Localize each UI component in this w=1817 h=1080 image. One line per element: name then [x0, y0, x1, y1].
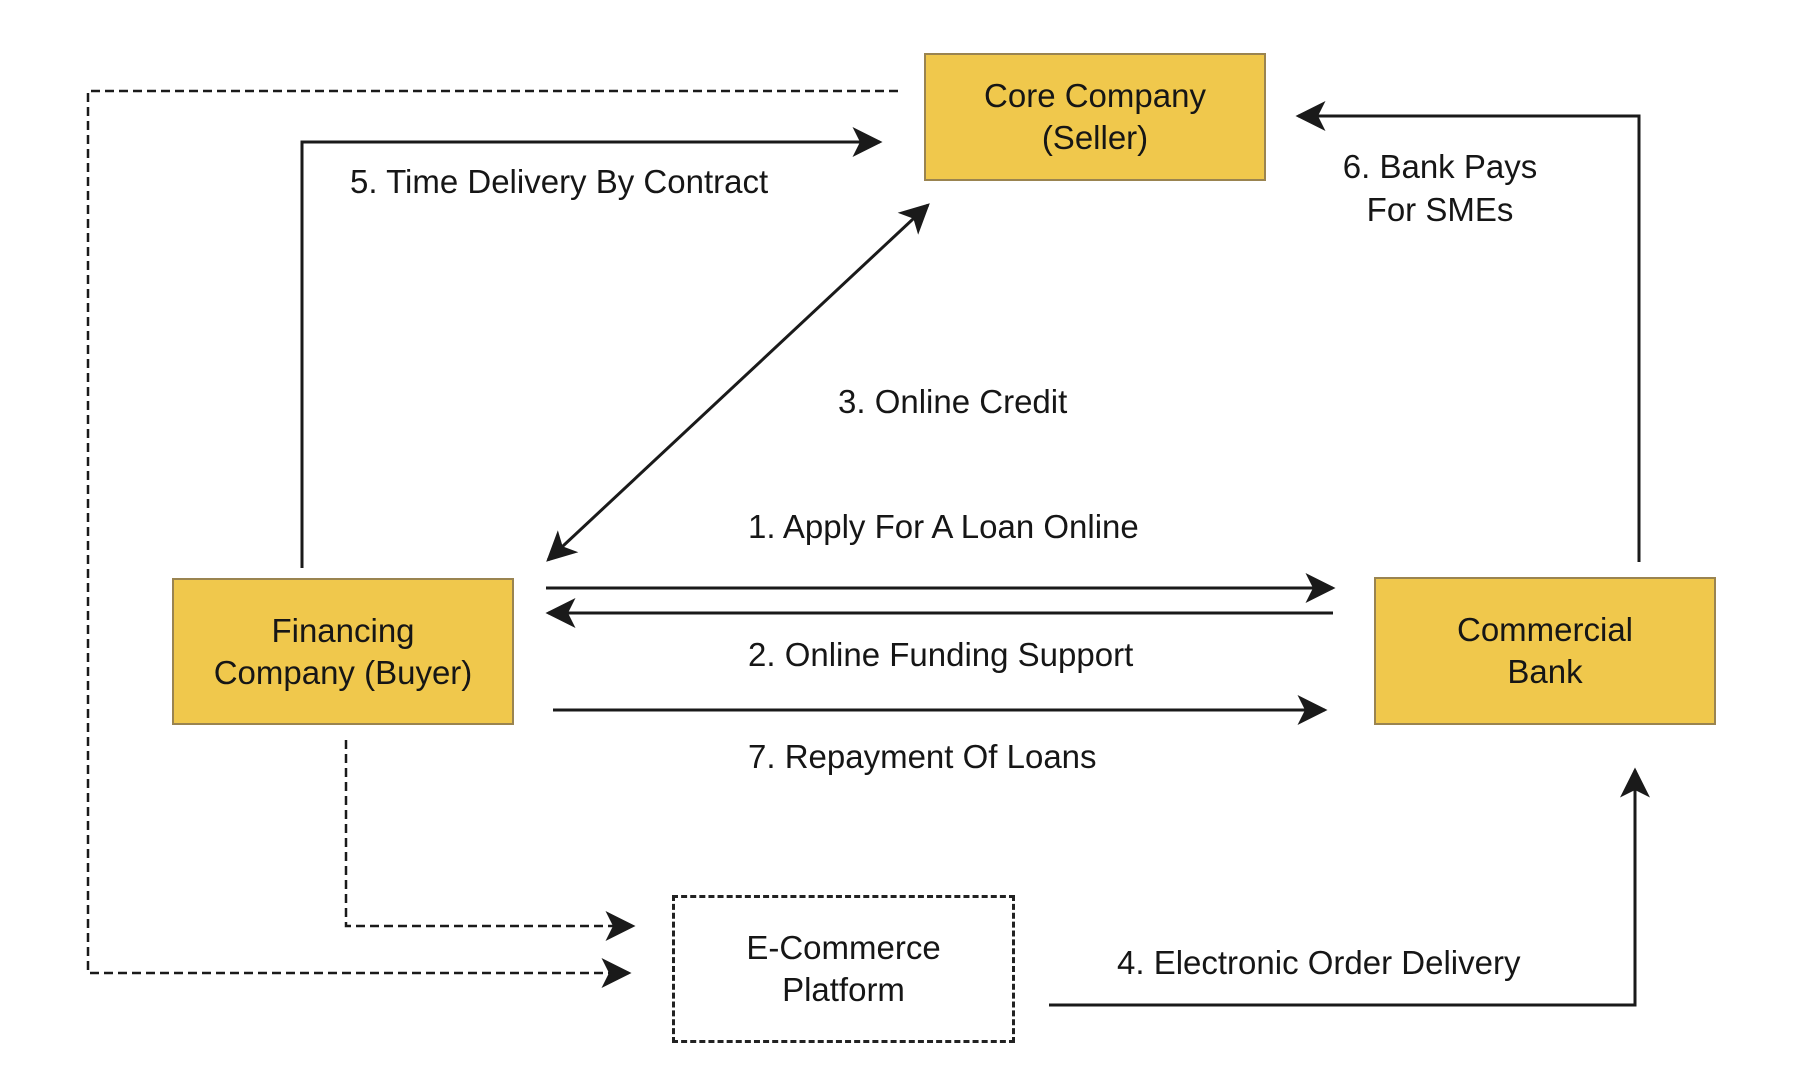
edge-6-label: 6. Bank Pays For SMEs [1330, 145, 1550, 231]
node-core-company-line1: Core Company [984, 77, 1206, 114]
node-commercial-bank-line1: Commercial [1456, 611, 1634, 648]
node-financing-company: Financing Company (Buyer) [172, 578, 514, 725]
node-ecommerce-platform-line1: E-Commerce [746, 929, 941, 966]
edge-6-label-line2: For SMEs [1366, 191, 1514, 228]
dashed-edge-financing-to-ecommerce [344, 740, 636, 941]
node-ecommerce-platform-line2: Platform [782, 971, 905, 1008]
edge-5-label: 5. Time Delivery By Contract [350, 163, 769, 200]
node-commercial-bank-line2: Bank [1507, 653, 1583, 690]
node-commercial-bank: Commercial Bank [1374, 577, 1716, 725]
node-financing-company-line2: Company (Buyer) [213, 653, 473, 691]
edge-6-label-line1: 6. Bank Pays [1342, 148, 1538, 185]
dashed-edge-core-to-ecommerce [86, 89, 898, 988]
node-ecommerce-platform: E-Commerce Platform [672, 895, 1015, 1043]
node-core-company: Core Company (Seller) [924, 53, 1266, 181]
edge-4-order-delivery-arrow [1049, 767, 1650, 1007]
edge-4-label: 4. Electronic Order Delivery [1117, 944, 1521, 981]
node-financing-company-line1: Financing [271, 611, 415, 649]
edge-5-time-delivery-arrow [300, 127, 883, 568]
edge-1-label: 1. Apply For A Loan Online [748, 508, 1139, 545]
node-core-company-line2: (Seller) [1041, 119, 1149, 156]
edge-6-bank-pays-arrow [1295, 101, 1641, 562]
edge-3-online-credit-arrow [546, 203, 930, 562]
edge-2-label: 2. Online Funding Support [748, 636, 1134, 673]
edge-3-label: 3. Online Credit [838, 383, 1068, 420]
edge-7-label: 7. Repayment Of Loans [748, 738, 1097, 775]
